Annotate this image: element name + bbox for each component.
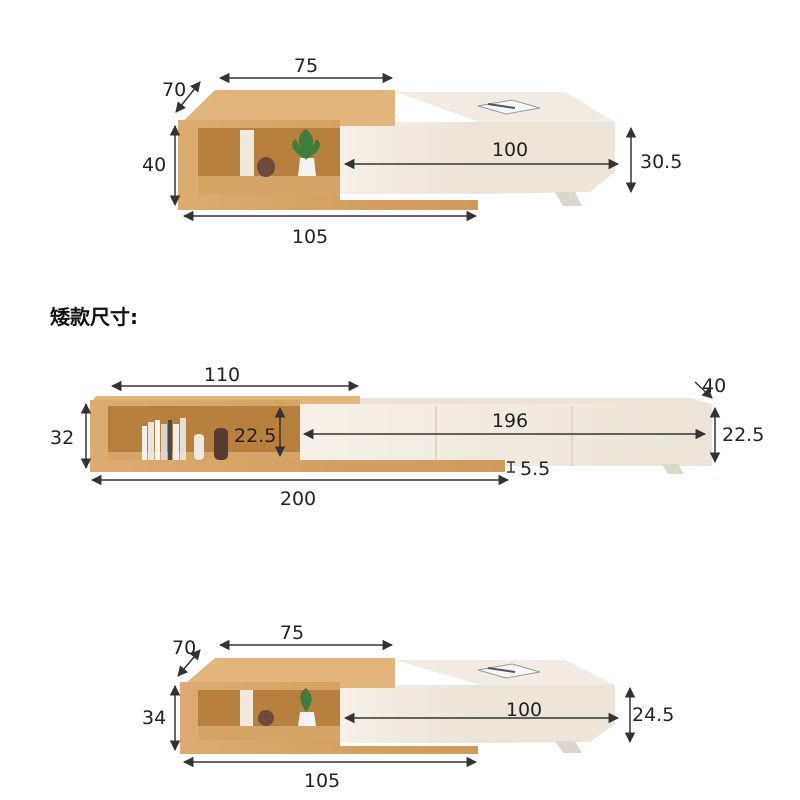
plant-icon	[300, 688, 312, 712]
books-icon	[142, 418, 186, 460]
decor-vase-icon	[240, 130, 254, 176]
plant-pot-icon	[298, 158, 316, 176]
coffee-table-top-dimensions: 75 70 40 100 30.5 105	[142, 55, 682, 248]
dim-drawer-height: 24.5	[632, 704, 674, 726]
coffee-table-bottom	[180, 658, 615, 754]
cream-drawer-front	[340, 122, 480, 194]
cream-drawer-front	[340, 685, 480, 743]
table-leg	[555, 192, 582, 206]
plant-pot-icon	[298, 712, 316, 726]
dim-height: 40	[142, 154, 166, 176]
decor-vase-icon	[240, 690, 253, 726]
dim-height: 34	[142, 707, 166, 729]
cabinet-leg	[662, 464, 684, 474]
cabinet-top-surface	[300, 398, 712, 404]
shelf-floor	[198, 726, 340, 740]
dim-depth: 70	[162, 79, 186, 101]
dim-total-length: 105	[304, 770, 340, 792]
dim-total-length: 105	[292, 226, 328, 248]
dim-open-width: 110	[204, 364, 240, 386]
coffee-table-top	[178, 90, 615, 210]
dim-depth: 70	[172, 637, 196, 659]
dim-top-width: 75	[294, 55, 318, 77]
shelf-floor	[198, 176, 340, 194]
dim-leg-height: 5.5	[520, 458, 550, 480]
wood-top-slab	[178, 90, 395, 126]
decor-pot-icon	[258, 710, 274, 726]
cream-side	[480, 122, 615, 194]
dim-inner-height: 22.5	[234, 425, 276, 447]
coffee-table-bottom-dimensions: 75 70 34 100 24.5 105	[142, 622, 674, 792]
dim-top-width: 75	[280, 622, 304, 644]
dim-cabinet-drawer-length: 196	[492, 410, 528, 432]
dim-drawer-length: 100	[492, 139, 528, 161]
plant-icon	[292, 128, 320, 160]
tv-cabinet	[90, 396, 712, 474]
table-leg	[555, 741, 582, 753]
decor-figure-icon	[214, 428, 228, 460]
dim-drawer-height: 30.5	[640, 151, 682, 173]
cream-side	[480, 685, 615, 743]
dim-cabinet-height: 32	[50, 427, 74, 449]
section-heading: 矮款尺寸:	[50, 305, 138, 329]
decor-pot-icon	[257, 157, 275, 177]
dim-cabinet-total-length: 200	[280, 488, 316, 510]
dim-drawer-length: 100	[506, 699, 542, 721]
wood-top-slab	[180, 658, 395, 688]
dim-cabinet-depth: 40	[702, 375, 726, 397]
decor-bottle-icon	[194, 434, 204, 460]
tv-cabinet-dimensions: 110 32 22.5 196 40 22.5 5.5 200	[50, 364, 764, 510]
dim-cabinet-drawer-height: 22.5	[722, 424, 764, 446]
